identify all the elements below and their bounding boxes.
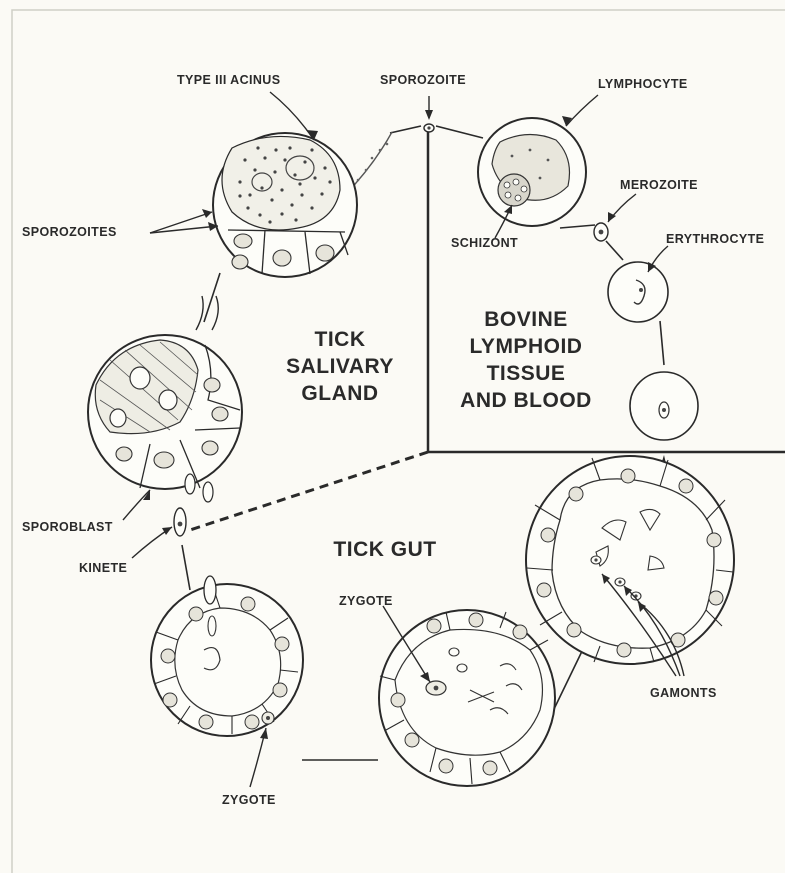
sporoblast-acinus-drawing (88, 296, 242, 502)
region-tick-gut: TICK GUT (320, 536, 450, 563)
label-zygote-lower: ZYGOTE (222, 793, 276, 807)
label-type-iii-acinus: TYPE III ACINUS (177, 73, 280, 87)
label-gamonts: GAMONTS (650, 686, 717, 700)
gamonts-gut-cell-drawing (526, 456, 734, 664)
label-sporozoites: SPOROZOITES (22, 225, 117, 239)
kinete-drawing (174, 508, 186, 536)
divider-dashed (190, 452, 428, 530)
merozoite-drawing (594, 223, 608, 241)
region-salivary-line3: GLAND (280, 380, 400, 407)
region-salivary-line2: SALIVARY (280, 353, 400, 380)
label-zygote-upper: ZYGOTE (339, 594, 393, 608)
region-tick-salivary-gland: TICK SALIVARY GLAND (280, 326, 400, 407)
region-bovine-line2: LYMPHOID (446, 333, 606, 360)
label-erythrocyte: ERYTHROCYTE (666, 232, 764, 246)
region-bovine-line3: TISSUE (446, 360, 606, 387)
type-iii-acinus-drawing (213, 133, 357, 277)
erythrocyte-drawing (608, 262, 668, 322)
region-gut-label: TICK GUT (320, 536, 450, 563)
kinete-gut-cell-drawing (151, 576, 303, 736)
zygote-gut-cell-drawing (379, 610, 555, 786)
label-merozoite: MEROZOITE (620, 178, 698, 192)
sporozoite-drawing (424, 124, 434, 132)
label-schizont: SCHIZONT (451, 236, 518, 250)
region-salivary-line1: TICK (280, 326, 400, 353)
label-sporoblast: SPOROBLAST (22, 520, 113, 534)
infected-erythrocyte-drawing (630, 372, 698, 440)
region-bovine-line4: AND BLOOD (446, 387, 606, 414)
label-lymphocyte: LYMPHOCYTE (598, 77, 688, 91)
region-bovine-line1: BOVINE (446, 306, 606, 333)
label-sporozoite: SPOROZOITE (380, 73, 466, 87)
region-bovine-lymphoid-tissue: BOVINE LYMPHOID TISSUE AND BLOOD (446, 306, 606, 414)
label-kinete: KINETE (79, 561, 127, 575)
lymphocyte-drawing (478, 118, 586, 226)
